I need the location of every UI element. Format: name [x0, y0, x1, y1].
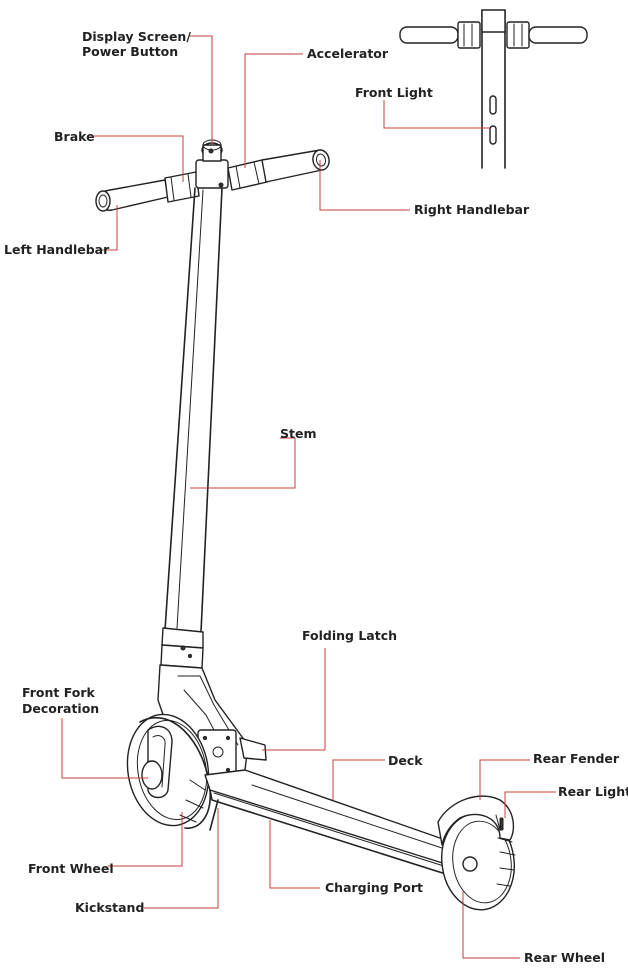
rear-wheel-drawing	[437, 795, 516, 911]
rear-fender-label: Rear Fender	[533, 751, 620, 766]
right-handlebar-label: Right Handlebar	[414, 202, 530, 217]
accelerator-label: Accelerator	[307, 46, 389, 61]
stem-tube	[164, 187, 223, 633]
leader-lines	[61, 35, 556, 959]
folding-latch-label: Folding Latch	[302, 628, 397, 643]
front-fork-label-line1: Front Fork	[22, 685, 96, 700]
display-screen-label-line1: Display Screen/	[82, 29, 191, 44]
rear-wheel-label: Rear Wheel	[524, 950, 605, 965]
kickstand-drawing	[209, 799, 219, 831]
handlebar-assembly	[95, 139, 330, 212]
brake-label: Brake	[54, 129, 95, 144]
left-handlebar-label: Left Handlebar	[4, 242, 110, 257]
charging-port-label: Charging Port	[325, 880, 423, 895]
front-wheel-label: Front Wheel	[28, 861, 114, 876]
folding-collar	[160, 627, 204, 669]
display-screen-label-line2: Power Button	[82, 44, 178, 59]
front-light-label: Front Light	[355, 85, 433, 100]
scooter-illustration	[95, 139, 516, 911]
stem-label: Stem	[280, 426, 316, 441]
front-fork-label-line2: Decoration	[22, 701, 99, 716]
rear-light-label: Rear Light	[558, 784, 628, 799]
callout-labels: Display Screen/ Power Button Accelerator…	[4, 29, 628, 965]
front-wheel-drawing	[126, 713, 211, 829]
kickstand-label: Kickstand	[75, 900, 144, 915]
deck-label: Deck	[388, 753, 423, 768]
deck-drawing	[204, 769, 469, 877]
front-view-inset	[399, 9, 588, 169]
